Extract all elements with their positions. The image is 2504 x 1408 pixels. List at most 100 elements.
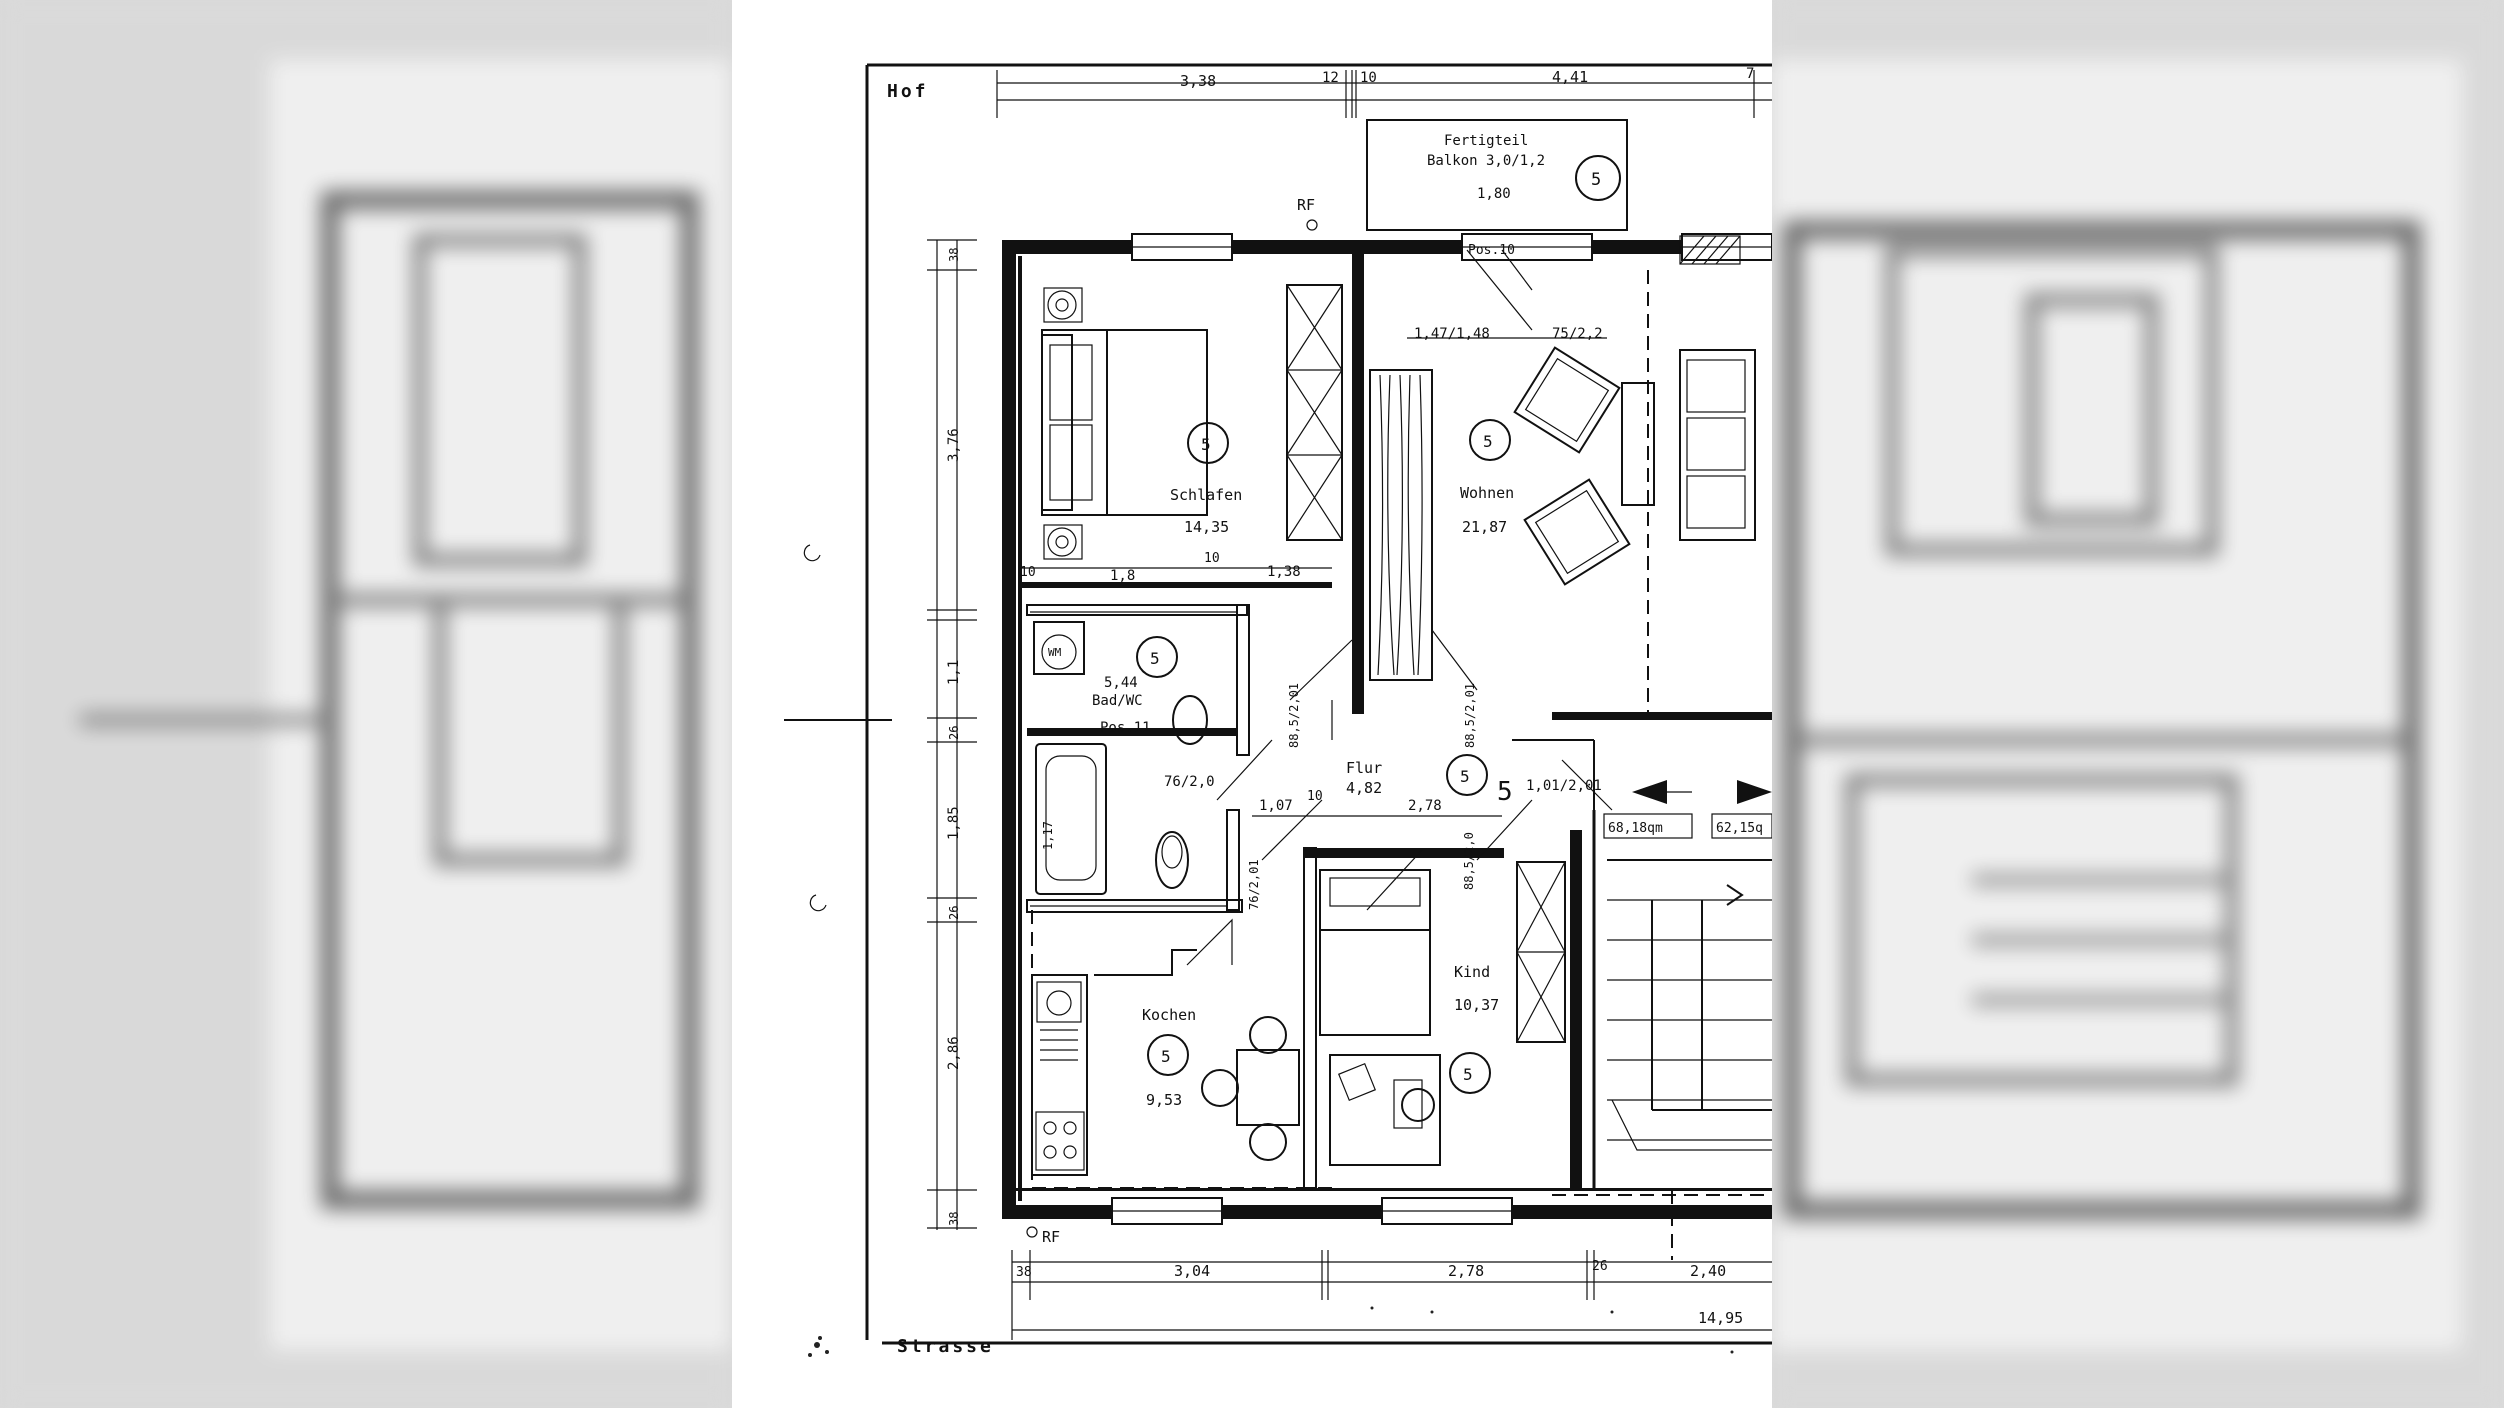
label-strasse: Strasse <box>897 1336 994 1357</box>
room-kochen: 5 Kochen 9,53 <box>1142 1006 1196 1109</box>
dim-left-1: 38 <box>947 248 961 262</box>
room-area-flur: 4,82 <box>1346 779 1382 797</box>
room-flur: 5 Flur 4,82 <box>1346 754 1488 797</box>
hatched-wall <box>1679 235 1741 265</box>
kids-room-furniture <box>1319 861 1566 1166</box>
balcony: Fertigteil Balkon 3,0/1,2 1,80 5 <box>1366 119 1628 231</box>
room-area-wohnen: 21,87 <box>1462 518 1507 536</box>
area-tag-1: 68,18qm <box>1608 821 1663 836</box>
label-rf-top: RF <box>1297 196 1315 214</box>
dim-opening-5: 76/2,0 <box>1164 774 1215 790</box>
bottom-dimension-chain: 38 3,04 2,78 26 2,40 14,95 <box>1011 1250 1772 1340</box>
balcony-title: Fertigteil <box>1444 133 1528 149</box>
dim-left-8: 38 <box>947 1212 961 1226</box>
dim-bottom-4: 26 <box>1592 1259 1608 1274</box>
label-rf-bottom: RF <box>1042 1228 1060 1246</box>
room-marker-bad: 5 <box>1150 649 1160 668</box>
blurred-background-left <box>0 0 732 1408</box>
floor-plan-drawing: 3,38 12 10 4,41 7 38 3,04 2,78 26 2,40 1… <box>784 63 1772 1357</box>
dim-inner-1: 10 <box>1020 565 1036 580</box>
dim-opening-9: 1,17 <box>1041 821 1055 850</box>
dim-inner-4: 1,38 <box>1267 564 1301 580</box>
room-area-bad: 5,44 <box>1104 675 1138 691</box>
room-name-kochen: Kochen <box>1142 1006 1196 1024</box>
dim-overall: 14,95 <box>1698 1309 1743 1327</box>
wardrobe-bedroom <box>1286 284 1343 541</box>
double-bed <box>1041 287 1208 560</box>
balcony-marker-circle <box>1575 155 1621 201</box>
room-marker-wohnen: 5 <box>1483 432 1493 451</box>
dim-left-6: 26 <box>947 906 961 920</box>
room-marker-flur: 5 <box>1460 767 1470 786</box>
floor-plan-sheet: 3,38 12 10 4,41 7 38 3,04 2,78 26 2,40 1… <box>732 0 1772 1408</box>
dim-left-4: 26 <box>947 726 961 740</box>
dim-bottom-5: 2,40 <box>1690 1262 1726 1280</box>
room-name-wohnen: Wohnen <box>1460 484 1514 502</box>
property-frame <box>865 63 1772 1345</box>
windows-bottom <box>1111 1197 1513 1225</box>
dim-flur-3: 2,78 <box>1408 798 1442 814</box>
living-furniture <box>1513 346 1756 586</box>
room-area-schlafen: 14,35 <box>1184 518 1229 536</box>
dim-bottom-3: 2,78 <box>1448 1262 1484 1280</box>
dim-top-4: 4,41 <box>1552 68 1588 86</box>
interior-walls <box>1022 254 1772 1190</box>
room-bad: 5 5,44 Bad/WC Pos.11 <box>1092 636 1178 736</box>
dim-bottom-2: 3,04 <box>1174 1262 1210 1280</box>
label-pos11: Pos.11 <box>1100 720 1151 736</box>
area-tag-2: 62,15q <box>1716 821 1763 836</box>
room-name-kind: Kind <box>1454 963 1490 981</box>
left-dimension-chain: 38 3,76 1,1 26 1,85 26 2,86 38 <box>927 239 977 1230</box>
dim-top-3: 10 <box>1360 70 1377 86</box>
dim-opening-3: 88,5/2,01 <box>1287 683 1301 748</box>
room-marker-schlafen: 5 <box>1201 435 1211 454</box>
room-area-kind: 10,37 <box>1454 996 1499 1014</box>
dim-flur-2: 10 <box>1307 789 1323 804</box>
room-marker-kochen: 5 <box>1161 1047 1171 1066</box>
dim-opening-6: 76/2,01 <box>1247 859 1261 910</box>
dim-left-7: 2,86 <box>946 1036 962 1070</box>
balcony-marker: 5 <box>1591 170 1601 190</box>
area-tag-box-1 <box>1603 813 1693 839</box>
dim-opening-8: 1,01/2,01 <box>1526 778 1602 794</box>
dim-inner-3: 10 <box>1204 551 1220 566</box>
dim-opening-4: 88,5/2,01 <box>1463 683 1477 748</box>
scan-specks <box>808 1306 1734 1357</box>
room-name-bad: Bad/WC <box>1092 693 1143 709</box>
dim-top-1: 3,38 <box>1180 72 1216 90</box>
label-pos10: Pos.10 <box>1468 243 1515 258</box>
axis-markers <box>784 544 892 912</box>
room-name-flur: Flur <box>1346 759 1382 777</box>
area-tag-box-2 <box>1711 813 1772 839</box>
staircase-number: 5 <box>1497 777 1513 807</box>
bathroom-fixtures: WM <box>1030 611 1237 907</box>
blurred-background-right <box>1772 0 2504 1408</box>
dim-opening-7: 88,5/2,0 <box>1462 832 1476 890</box>
label-hof: Hof <box>887 81 929 102</box>
rf-bottom-symbol <box>1026 1226 1038 1238</box>
dim-left-2: 3,76 <box>946 428 962 462</box>
dim-top-2: 12 <box>1322 70 1339 86</box>
dim-bottom-1: 38 <box>1016 1265 1032 1280</box>
room-name-schlafen: Schlafen <box>1170 486 1242 504</box>
room-schlafen: 5 Schlafen 14,35 <box>1170 422 1242 536</box>
interior-dimensions: 10 1,8 10 1,38 1,07 10 2,78 1,47/1,48 75… <box>1020 243 1607 910</box>
room-kind: Kind 10,37 5 <box>1449 963 1499 1094</box>
dim-flur-1: 1,07 <box>1259 798 1293 814</box>
dim-opening-2: 75/2,2 <box>1552 326 1603 342</box>
dim-left-3: 1,1 <box>946 660 962 685</box>
washing-machine-label: WM <box>1048 646 1062 659</box>
rf-top-symbol <box>1306 219 1318 231</box>
room-marker-kind: 5 <box>1463 1065 1473 1084</box>
door-swings <box>1186 249 1613 966</box>
dim-inner-2: 1,8 <box>1110 568 1135 584</box>
top-dimension-chain: 3,38 12 10 4,41 7 <box>996 66 1772 118</box>
room-wohnen: 5 Wohnen 21,87 <box>1460 419 1514 536</box>
staircase: 5 68,18qm 62,15q <box>1497 777 1772 1151</box>
rug <box>1369 369 1433 681</box>
balcony-size: Balkon 3,0/1,2 <box>1427 153 1545 169</box>
windows-top <box>1131 233 1772 261</box>
dim-top-5: 7 <box>1746 66 1754 82</box>
balcony-dimension: 1,80 <box>1477 186 1511 202</box>
dim-opening-1: 1,47/1,48 <box>1414 326 1490 342</box>
